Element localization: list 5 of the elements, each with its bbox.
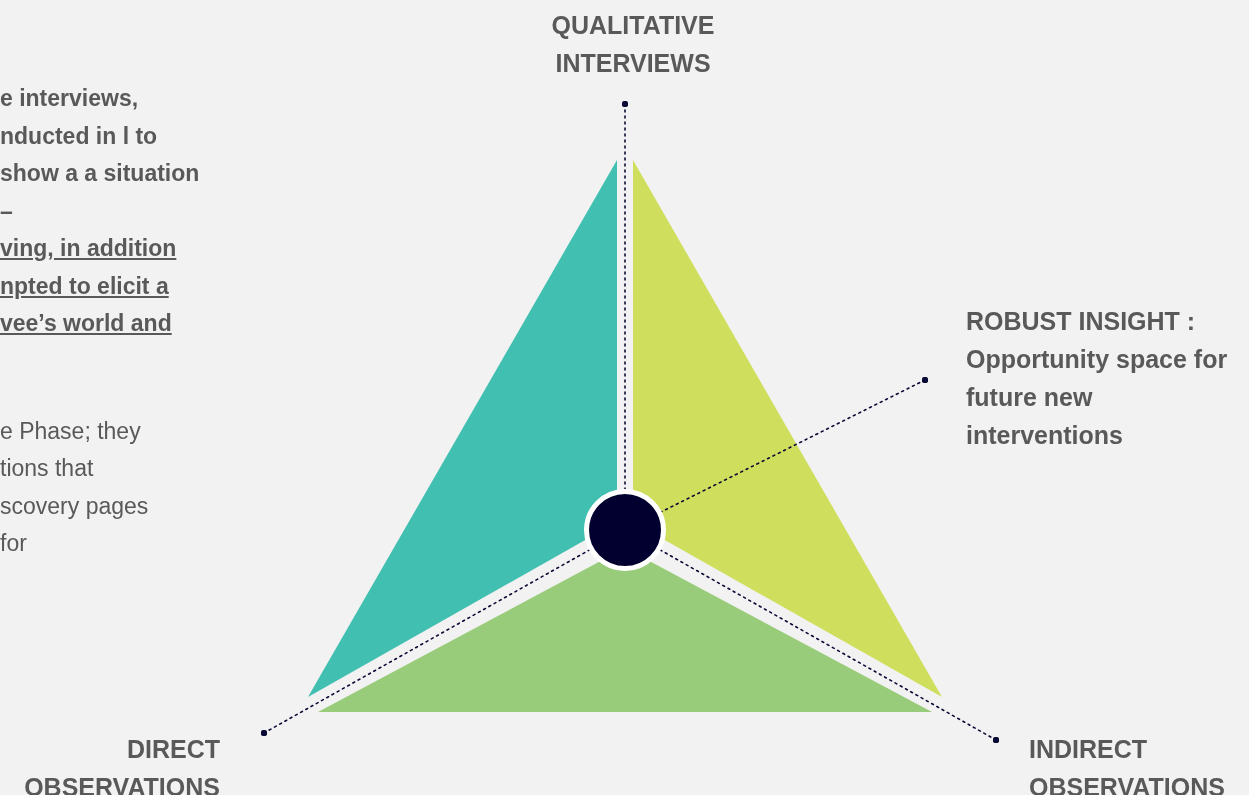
node-label: QUALITATIVE INTERVIEWS (520, 6, 746, 82)
node-label: ROBUST INSIGHT : Opportunity space for future new interventions (966, 302, 1236, 454)
description-text: e Phase; they tions that scovery pages for (0, 416, 150, 558)
dotted-connector (621, 100, 629, 490)
description-text: ving, in addition npted to elicit a vee’s world and (0, 234, 178, 338)
